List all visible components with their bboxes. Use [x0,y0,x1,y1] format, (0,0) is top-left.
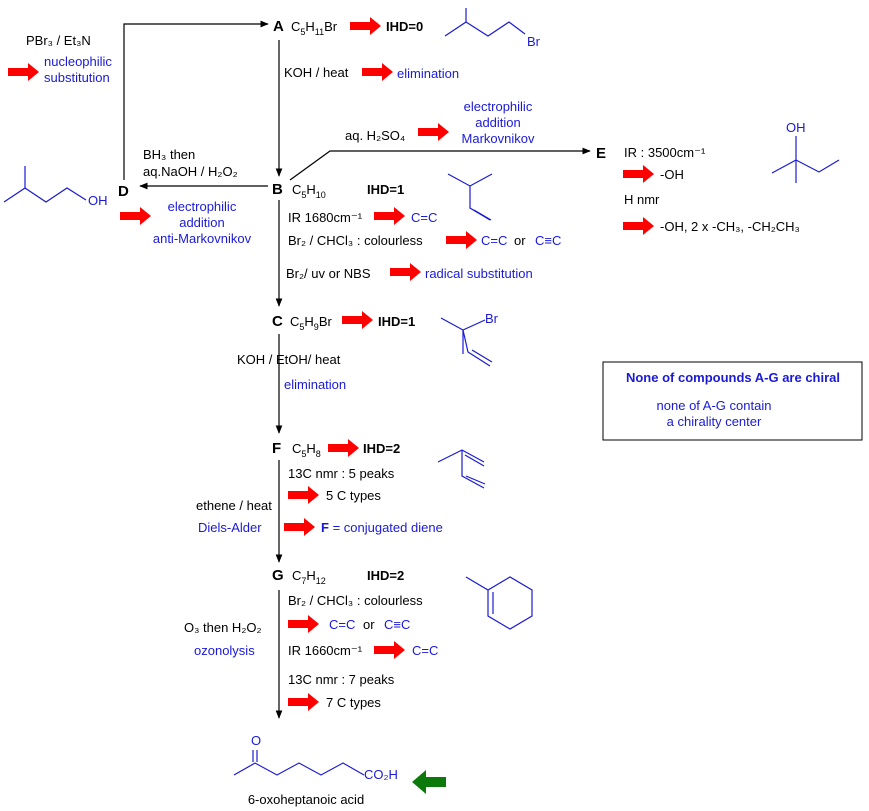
b-br2-test: Br₂ / CHCl₃ : colourless [288,233,423,248]
final-name: 6-oxoheptanoic acid [248,792,364,807]
type-to-a-1: nucleophilic [44,54,112,69]
b-ir-result: C=C [411,210,437,225]
structure-e [771,136,797,174]
red-arrow-g-ir [374,641,405,659]
reagent-b-to-d-2: aq.NaOH / H₂O₂ [143,164,238,179]
b-br2-or: or [514,233,526,248]
green-arrow-final [412,770,446,794]
g-br2-or: or [363,617,375,632]
e-ir-test: IR : 3500cm⁻¹ [624,145,706,160]
type-g-to-final: ozonolysis [194,643,255,658]
red-arrow-b-to-d [120,207,151,225]
g-br2-test: Br₂ / CHCl₃ : colourless [288,593,423,608]
red-arrow-e-ir [623,165,654,183]
reagent-c-to-f: KOH / EtOH/ heat [237,352,341,367]
reagent-f-to-g: ethene / heat [196,498,272,513]
structure-b [447,173,493,187]
red-arrow-e-hnmr [623,217,654,235]
label-d: D [118,183,129,200]
f-da-result: F = conjugated diene [321,520,443,535]
label-b: B [272,181,283,198]
red-arrow-b-br2 [446,231,477,249]
br-c: Br [485,311,499,326]
formula-b: C5H10 [292,182,326,200]
formula-c: C5H9Br [290,314,332,332]
type-b-to-d-3: anti-Markovnikov [153,231,252,246]
oh-d: OH [88,193,108,208]
note-line-2: a chirality center [667,414,762,429]
red-arrow-g-br2 [288,615,319,633]
red-arrow-a-ihd [350,17,381,35]
ihd-a: IHD=0 [386,19,423,34]
type-b-to-d-2: addition [179,215,225,230]
arrow-b-to-e [289,147,591,181]
red-arrow-b-to-c [390,263,421,281]
note-title: None of compounds A-G are chiral [626,370,840,385]
g-br2-result-2: C≡C [384,617,410,632]
red-arrow-b-ir [374,207,405,225]
reagent-a-to-b: KOH / heat [284,65,349,80]
reagent-to-a: PBr₃ / Et₃N [26,33,91,48]
ihd-b: IHD=1 [367,182,404,197]
final-co2h: CO₂H [364,767,398,782]
e-hnmr-test: H nmr [624,192,660,207]
e-hnmr-result: -OH, 2 x -CH₃, -CH₂CH₃ [660,219,800,234]
red-arrow-f-13c [288,486,319,504]
red-arrow-c-ihd [342,311,373,329]
label-e: E [596,145,606,162]
label-g: G [272,567,284,584]
ihd-g: IHD=2 [367,568,404,583]
red-arrow-f-ihd [328,439,359,457]
br-a: Br [527,34,541,49]
label-f: F [272,440,281,457]
b-ir-test: IR 1680cm⁻¹ [288,210,363,225]
structure-c [440,317,486,331]
structure-g [465,576,533,630]
g-br2-result-1: C=C [329,617,355,632]
red-arrow-b-to-e [418,123,449,141]
f-13c-result: 5 C types [326,488,381,503]
b-br2-result-2: C≡C [535,233,561,248]
g-ir-test: IR 1660cm⁻¹ [288,643,363,658]
red-arrow-f-da [284,518,315,536]
oh-e: OH [786,120,806,135]
ihd-c: IHD=1 [378,314,415,329]
g-13c-test: 13C nmr : 7 peaks [288,672,395,687]
b-br2-result-1: C=C [481,233,507,248]
type-b-to-c: radical substitution [425,266,533,281]
final-o: O [251,733,261,748]
red-arrow-to-a [8,63,39,81]
structure-f [437,449,485,463]
e-ir-result: -OH [660,167,684,182]
ihd-f: IHD=2 [363,441,400,456]
type-b-to-e-1: electrophilic [464,99,533,114]
label-a: A [273,18,284,35]
g-13c-result: 7 C types [326,695,381,710]
type-f-to-g: Diels-Alder [198,520,262,535]
note-line-1: none of A-G contain [657,398,772,413]
reagent-b-to-c: Br₂/ uv or NBS [286,266,371,281]
formula-a: C5H11Br [291,19,338,37]
reagent-g-to-final: O₃ then H₂O₂ [184,620,262,635]
f-13c-test: 13C nmr : 5 peaks [288,466,395,481]
structure-d [3,166,26,203]
type-to-a-2: substitution [44,70,110,85]
note-box [602,361,863,441]
red-arrow-g-13c [288,693,319,711]
label-c: C [272,313,283,330]
type-b-to-e-3: Markovnikov [462,131,535,146]
type-c-to-f: elimination [284,377,346,392]
g-ir-result: C=C [412,643,438,658]
arrow-d-to-a [123,20,269,180]
reagent-b-to-e: aq. H₂SO₄ [345,128,405,143]
formula-f: C5H8 [292,441,321,459]
type-b-to-e-2: addition [475,115,521,130]
reagent-b-to-d-1: BH₃ then [143,147,195,162]
type-a-to-b: elimination [397,66,459,81]
structure-a [444,8,467,37]
formula-g: C7H12 [292,568,326,586]
red-arrow-a-to-b [362,63,393,81]
type-b-to-d-1: electrophilic [168,199,237,214]
